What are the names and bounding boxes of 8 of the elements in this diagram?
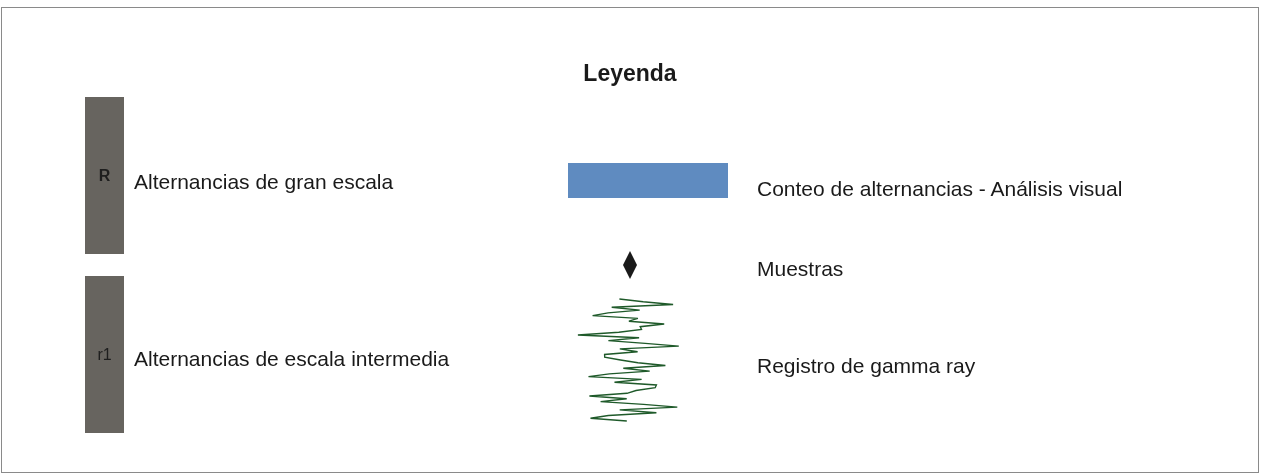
legend-label: Conteo de alternancias - Análisis visual [757, 177, 1123, 201]
bar-description: Alternancias de escala intermedia [134, 347, 450, 371]
scale-bar: r1 [85, 276, 124, 433]
scale-bar: R [85, 97, 124, 254]
legend-title: Leyenda [582, 60, 678, 87]
bar-description: Alternancias de gran escala [134, 170, 394, 194]
legend-label: Registro de gamma ray [757, 354, 976, 378]
legend-label: Muestras [757, 257, 844, 281]
